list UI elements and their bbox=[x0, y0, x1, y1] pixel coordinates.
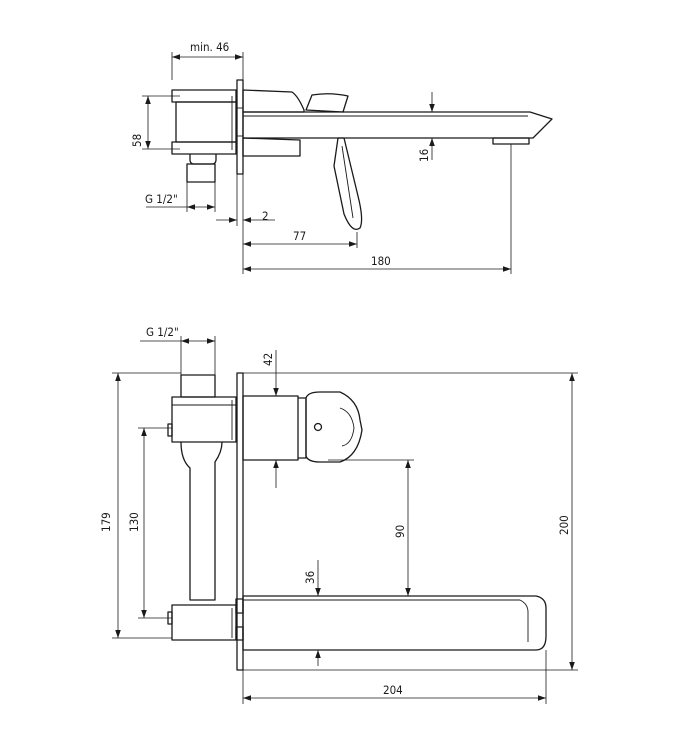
dim-2: 2 bbox=[216, 174, 275, 226]
front-cartridge bbox=[242, 395, 299, 461]
side-spout bbox=[242, 111, 553, 139]
dim-16: 16 bbox=[417, 92, 438, 162]
dim-179-label: 179 bbox=[99, 512, 113, 532]
dim-36-label: 36 bbox=[303, 571, 317, 584]
dim-58-label: 58 bbox=[130, 134, 144, 147]
dim-g12-side-label: G 1/2" bbox=[145, 192, 178, 206]
dim-204: 204 bbox=[242, 650, 547, 704]
dim-g12-front-label: G 1/2" bbox=[146, 325, 179, 339]
front-lever bbox=[305, 391, 363, 463]
dim-200-label: 200 bbox=[557, 515, 571, 535]
dim-min-46-label: min. 46 bbox=[190, 40, 229, 54]
dim-77-label: 77 bbox=[293, 229, 306, 243]
side-mixer-body bbox=[242, 89, 305, 113]
side-lever bbox=[305, 93, 349, 113]
dim-77: 77 bbox=[242, 226, 358, 248]
dim-42-label: 42 bbox=[261, 353, 275, 366]
front-wall-plate bbox=[236, 372, 244, 671]
side-view: min. 46 58 G 1/2" 2 bbox=[130, 40, 553, 274]
dim-42: 42 bbox=[255, 350, 288, 488]
dim-90: 90 bbox=[328, 459, 414, 596]
dim-2-label: 2 bbox=[262, 209, 269, 223]
dim-180-label: 180 bbox=[371, 254, 391, 268]
dim-g12-side: G 1/2" bbox=[145, 182, 216, 212]
front-view: G 1/2" 42 179 130 90 bbox=[99, 325, 578, 704]
dim-16-label: 16 bbox=[417, 149, 431, 162]
side-concealed-body bbox=[171, 89, 243, 183]
dim-36: 36 bbox=[303, 560, 321, 666]
dim-90-label: 90 bbox=[393, 525, 407, 538]
front-concealed-body bbox=[167, 374, 244, 641]
dim-204-label: 204 bbox=[383, 683, 403, 697]
dim-min-46: min. 46 bbox=[171, 40, 244, 80]
dim-179: 179 bbox=[99, 372, 181, 639]
side-wall-plate bbox=[236, 79, 244, 175]
dim-130: 130 bbox=[127, 427, 172, 619]
dim-180: 180 bbox=[242, 144, 512, 274]
dim-g12-front: G 1/2" bbox=[140, 325, 216, 375]
dim-200: 200 bbox=[243, 372, 578, 671]
dim-130-label: 130 bbox=[127, 512, 141, 532]
dim-58: 58 bbox=[130, 95, 180, 150]
front-spout bbox=[242, 595, 547, 651]
